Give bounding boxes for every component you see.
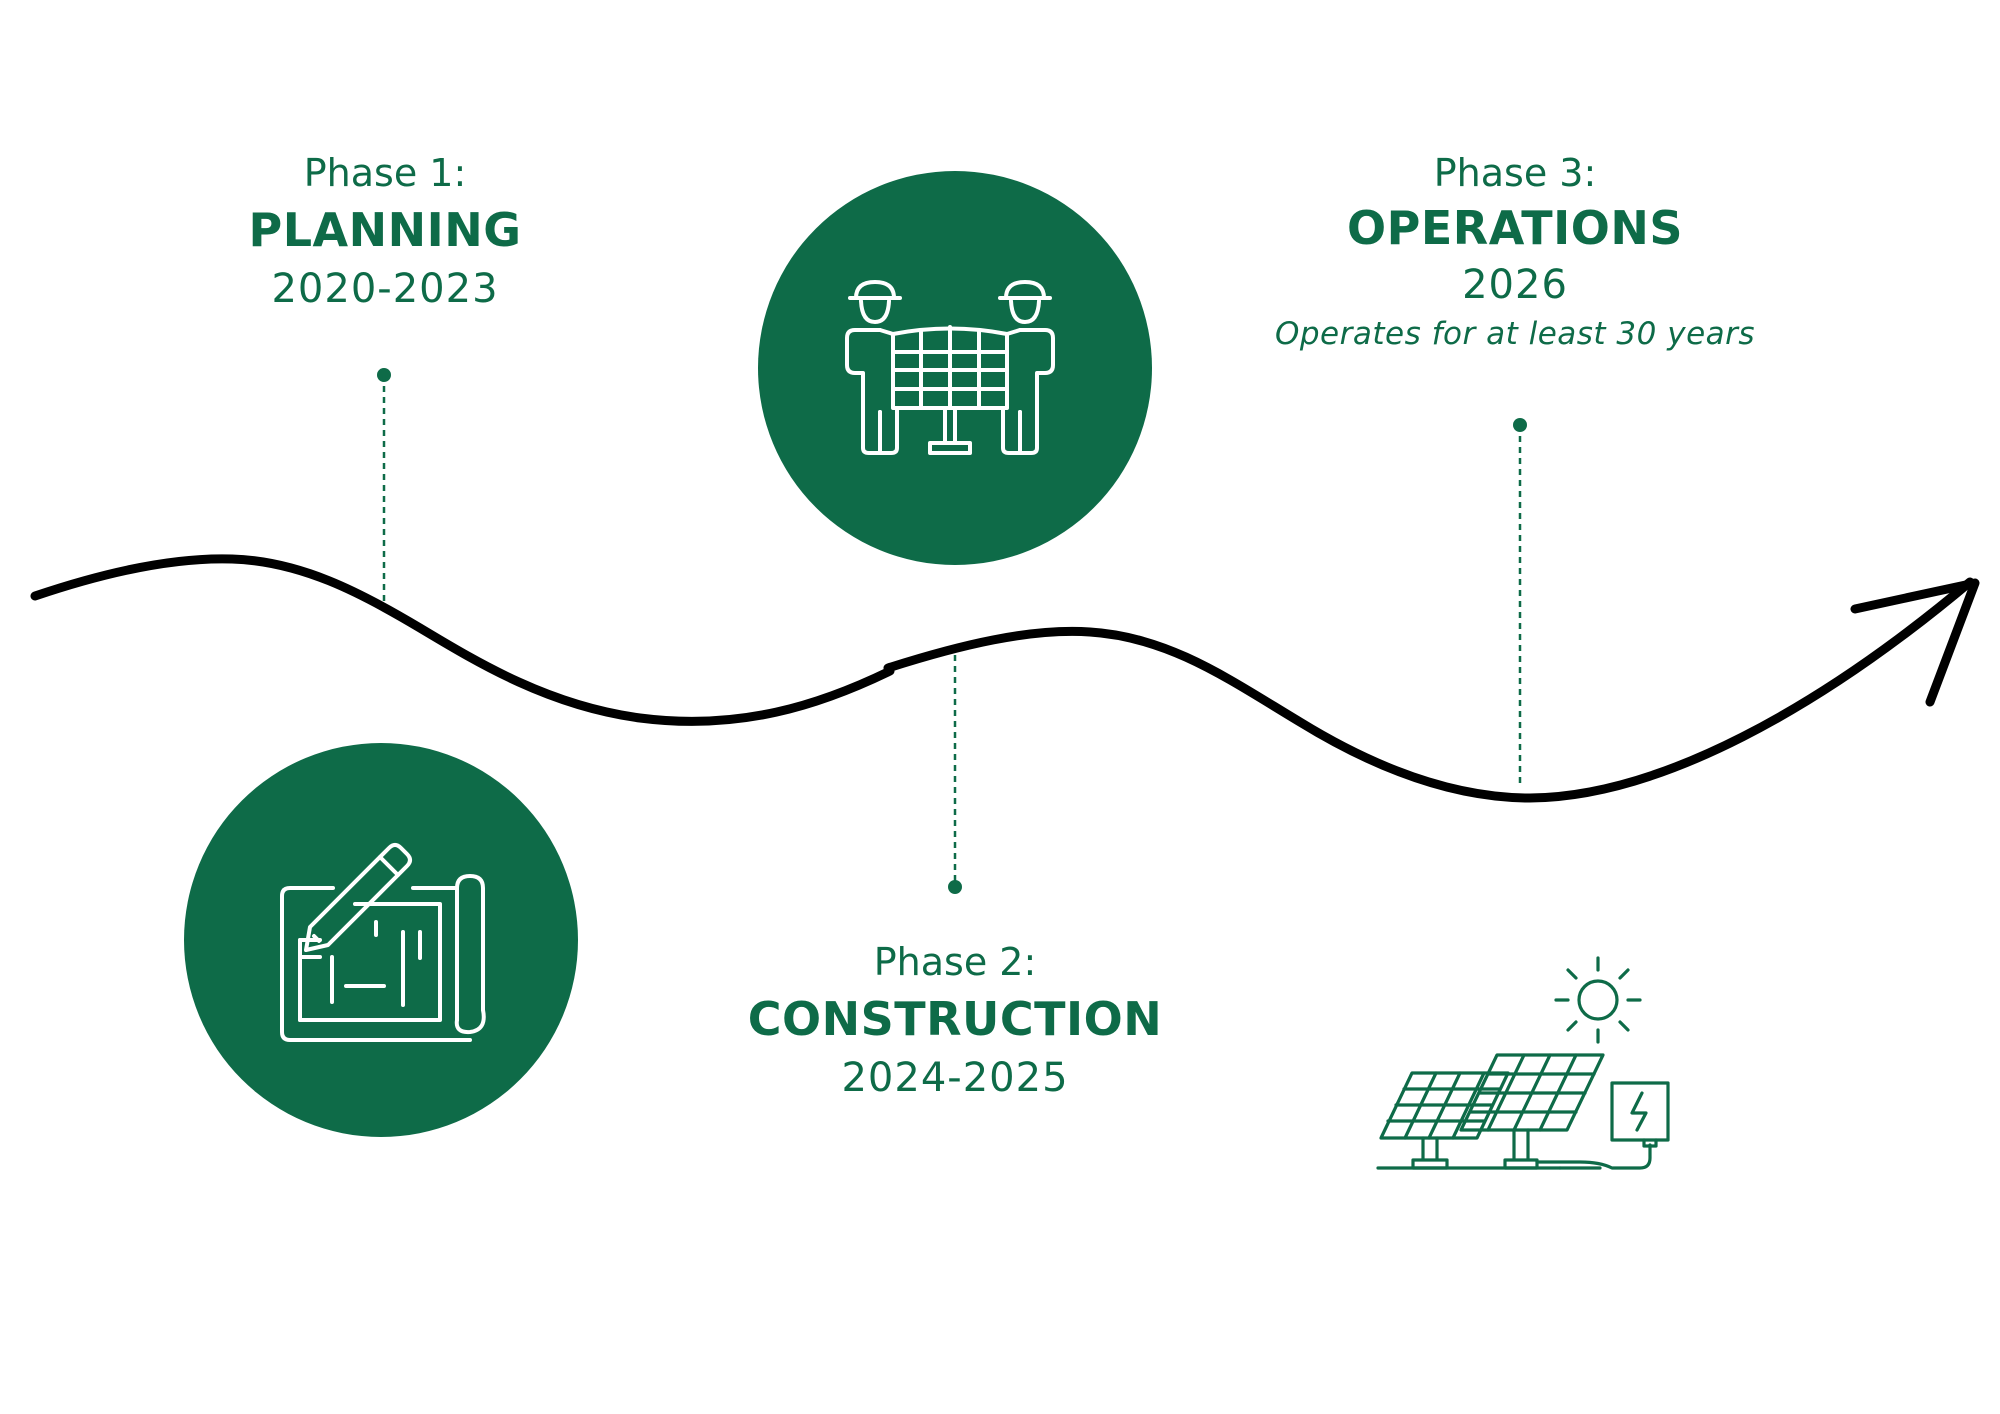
phase-3-note: Operates for at least 30 years [1274,315,1756,352]
phase-3-title: OPERATIONS [1347,200,1683,255]
blueprint-pencil-icon [184,743,578,1137]
phase-3-text: Phase 3: OPERATIONS 2026 Operates for at… [1205,151,1825,357]
phase-2-years: 2024-2025 [841,1055,1069,1102]
solar-array-sun-power-icon [1376,956,1670,1170]
timeline-arrow [30,554,1980,803]
phase-1-text: Phase 1: PLANNING 2020-2023 [190,151,580,315]
phase-2-title: CONSTRUCTION [747,991,1163,1046]
phase-3-years: 2026 [1462,261,1568,308]
phase-1-title: PLANNING [248,202,522,257]
workers-installing-solar-panel-icon [758,171,1152,565]
phase-2-text: Phase 2: CONSTRUCTION 2024-2025 [700,940,1210,1104]
phase-3-label: Phase 3: [1433,151,1597,195]
phase-1-label: Phase 1: [303,151,467,195]
phase-2-label: Phase 2: [873,940,1037,984]
phase-1-years: 2020-2023 [271,266,499,313]
phase-1-connector [377,368,391,605]
phase-2-connector [948,655,962,894]
phase-3-connector [1513,418,1527,785]
